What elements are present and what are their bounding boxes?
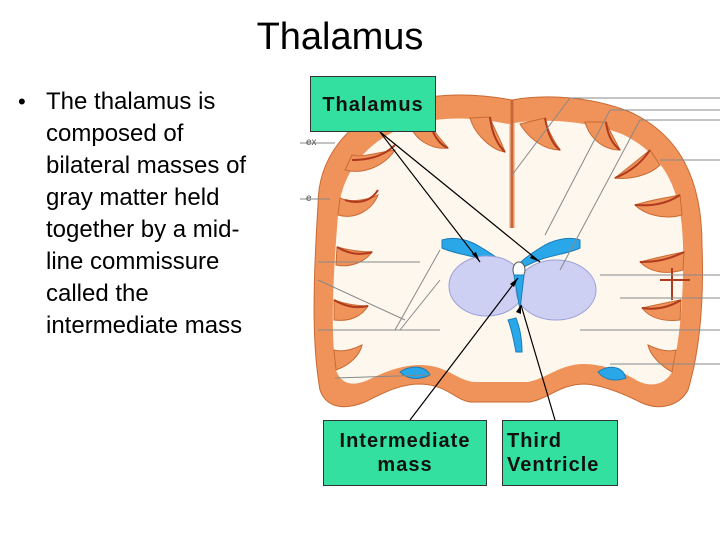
bullet-marker: • — [18, 89, 26, 114]
unused-leader-lines — [300, 97, 720, 379]
intermediate-mass-label: Intermediate mass — [323, 420, 487, 486]
pointer-arrowheads — [472, 252, 540, 314]
cropped-label-fragment: ex — [306, 137, 317, 148]
bullet-item: The thalamus is composed of bilateral ma… — [46, 88, 247, 339]
slide-title: Thalamus — [256, 16, 424, 58]
sulci — [333, 116, 690, 310]
thalamus-label: Thalamus — [310, 76, 436, 132]
thalamus-right — [515, 259, 597, 321]
label-pointer-lines — [379, 131, 556, 421]
third-ventricle — [513, 274, 525, 311]
cropped-label-fragment: e — [306, 193, 312, 204]
third-ventricle-label: Third Ventricle — [502, 420, 618, 486]
